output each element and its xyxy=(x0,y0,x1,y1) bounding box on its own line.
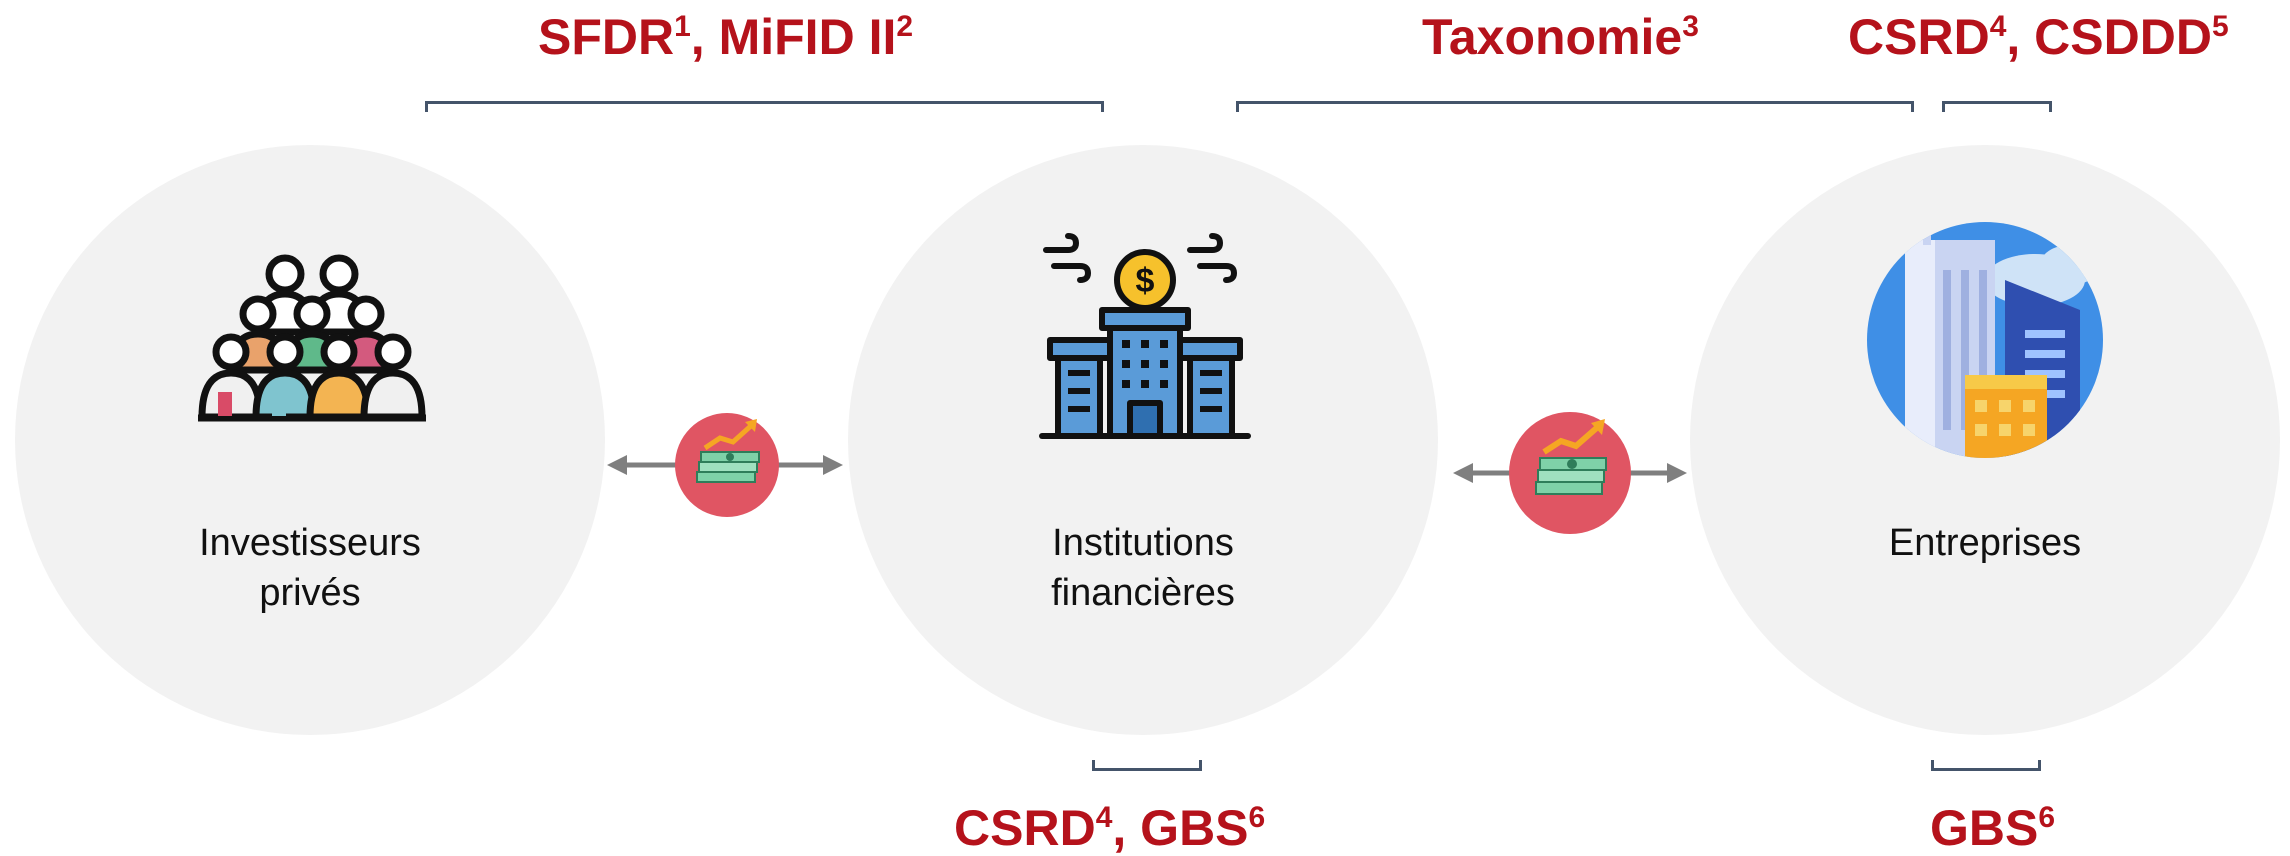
reg-gbs-footnote: 6 xyxy=(2038,801,2056,834)
node-label-institutions-line2: financières xyxy=(1051,572,1235,614)
node-label-investors: Investisseurs privés xyxy=(110,518,510,618)
bracket-sfdr-mifid xyxy=(425,101,1104,112)
regulation-label-sfdr-mifid: SFDR1, MiFID II2 xyxy=(538,9,914,65)
regulation-label-csrd-gbs: CSRD4, GBS6 xyxy=(954,800,1266,856)
reg-csddd-footnote: 5 xyxy=(2211,10,2229,43)
node-label-companies: Entreprises xyxy=(1785,518,2185,568)
reg-taxonomie-text: Taxonomie xyxy=(1422,9,1683,65)
node-label-institutions: Institutions financières xyxy=(943,518,1343,618)
bank-building-icon: $ xyxy=(1039,233,1251,439)
node-label-institutions-line1: Institutions xyxy=(1052,522,1234,564)
money-growth-icon xyxy=(675,413,779,517)
reg-separator: , xyxy=(1112,800,1141,856)
regulation-label-gbs: GBS6 xyxy=(1930,800,2056,856)
node-label-investors-line1: Investisseurs xyxy=(199,522,421,564)
reg-separator: , xyxy=(2006,9,2035,65)
reg-taxonomie-footnote: 3 xyxy=(1682,10,1699,43)
reg-csddd-text: CSDDD xyxy=(2034,9,2212,65)
node-label-investors-line2: privés xyxy=(259,572,361,614)
money-growth-icon xyxy=(1509,412,1631,534)
bracket-csrd-csddd xyxy=(1942,101,2052,112)
node-circle-institutions xyxy=(848,145,1438,735)
reg-mifid-footnote: 2 xyxy=(896,10,914,43)
node-circle-investors xyxy=(15,145,605,735)
bracket-gbs xyxy=(1931,760,2041,771)
money-flow-connector-right xyxy=(1453,412,1687,534)
reg-csrd-text: CSRD xyxy=(1848,9,1990,65)
bracket-taxonomie xyxy=(1236,101,1914,112)
reg-sfdr-text: SFDR xyxy=(538,9,675,65)
reg-csrd-footnote: 4 xyxy=(1095,801,1113,834)
reg-csrd-text: CSRD xyxy=(954,800,1096,856)
reg-sfdr-footnote: 1 xyxy=(674,10,691,43)
regulation-label-csrd-csddd: CSRD4, CSDDD5 xyxy=(1848,9,2229,65)
reg-separator: , xyxy=(690,9,719,65)
reg-mifid-text: MiFID II xyxy=(718,9,897,65)
bracket-csrd-gbs xyxy=(1092,760,1202,771)
node-label-companies-line1: Entreprises xyxy=(1888,522,2082,564)
money-flow-connector-left xyxy=(607,413,843,517)
svg-text:$: $ xyxy=(1136,262,1155,300)
reg-gbs-text: GBS xyxy=(1140,800,1249,856)
regulation-label-taxonomie: Taxonomie3 xyxy=(1422,9,1699,65)
reg-csrd-footnote: 4 xyxy=(1989,10,2007,43)
reg-gbs-footnote: 6 xyxy=(1248,801,1266,834)
reg-gbs-text: GBS xyxy=(1930,800,2039,856)
city-buildings-icon xyxy=(1867,222,2103,458)
people-crowd-icon xyxy=(198,254,426,422)
